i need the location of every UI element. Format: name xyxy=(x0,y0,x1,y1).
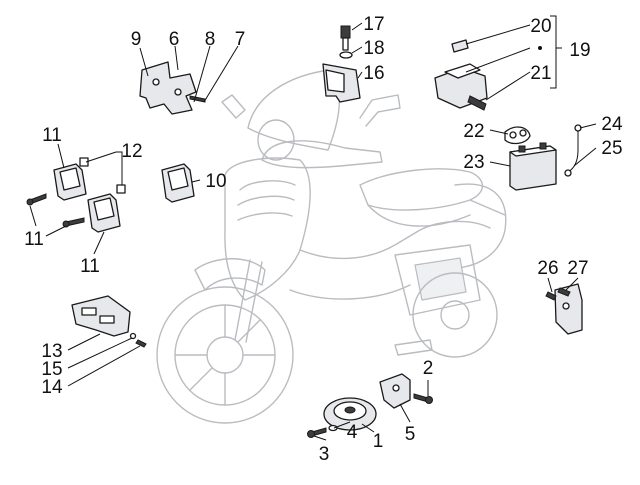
callout-1: 1 xyxy=(373,431,384,452)
callout-24: 23 xyxy=(463,152,484,173)
callout-17: 16 xyxy=(363,63,384,84)
callout-28: 27 xyxy=(567,258,588,279)
callout-8: 8 xyxy=(205,29,216,50)
callout-12: 11 xyxy=(24,229,44,250)
callout-7: 7 xyxy=(235,29,246,50)
callout-14: 13 xyxy=(41,341,62,362)
callout-16: 15 xyxy=(41,359,62,380)
battery-strap-part xyxy=(504,126,531,145)
leader-lines xyxy=(29,15,597,441)
callout-11-top: 11 xyxy=(42,125,62,146)
callout-5: 5 xyxy=(405,424,416,445)
callout-19: 18 xyxy=(363,38,384,59)
callout-25: 24 xyxy=(601,114,623,135)
horn-assembly-part xyxy=(307,373,433,438)
callout-23: 22 xyxy=(463,121,484,142)
callout-15: 14 xyxy=(41,377,63,398)
callout-6: 6 xyxy=(169,29,180,50)
callout-4: 4 xyxy=(347,422,358,443)
callout-20: 19 xyxy=(569,40,590,61)
side-bracket-part xyxy=(545,283,583,335)
mounting-plate-part xyxy=(139,61,206,115)
battery-part xyxy=(509,142,557,191)
callout-27: 26 xyxy=(537,258,558,279)
scooter-silhouette xyxy=(156,69,507,424)
battery-cable-part xyxy=(564,124,582,177)
callout-labels: 9 6 8 7 17 18 16 20 19 21 22 23 24 25 10… xyxy=(24,14,623,465)
relay-bracket-part xyxy=(322,25,361,103)
callout-26: 25 xyxy=(601,138,622,159)
regulator-bracket-part xyxy=(71,295,147,348)
callout-11-bottom: 11 xyxy=(80,256,100,277)
callout-22: 21 xyxy=(530,63,551,84)
relay-assembly-part xyxy=(434,39,488,111)
fuse-holder-pair-part xyxy=(26,157,126,233)
callout-9: 9 xyxy=(131,29,142,50)
fuse-holder-part xyxy=(161,163,195,203)
callout-3: 3 xyxy=(319,444,330,465)
callout-13: 12 xyxy=(121,141,142,162)
callout-21: 20 xyxy=(530,16,551,37)
callout-18: 17 xyxy=(363,14,384,35)
callout-2: 2 xyxy=(423,358,434,379)
callout-10: 10 xyxy=(205,171,226,192)
